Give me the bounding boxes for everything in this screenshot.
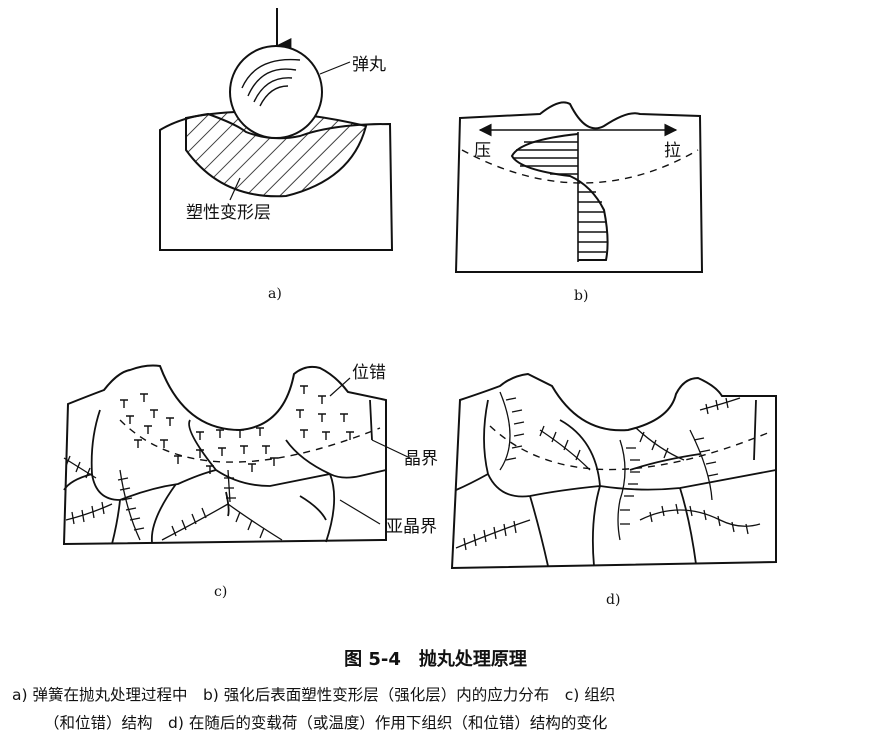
subgrain-boundary-label: 亚晶界 — [386, 517, 437, 537]
strengthened-boundary — [461, 149, 699, 184]
subgrain-ticks-d — [455, 391, 761, 551]
specimen-b-outline — [454, 101, 704, 273]
caption-line-1: a) 弹簧在抛丸处理过程中 b) 强化后表面塑性变形层（强化层）内的应力分布 c… — [12, 686, 616, 704]
panel-c-label: c) — [214, 584, 227, 600]
caption-line-2: （和位错）结构 d) 在随后的变载荷（或温度）作用下组织（和位错）结构的变化 — [44, 714, 608, 732]
panel-b-label: b) — [574, 288, 588, 304]
panel-a — [159, 8, 394, 251]
layer-label: 塑性变形层 — [186, 203, 271, 223]
grain-boundaries — [63, 399, 387, 545]
specimen-c-outline — [62, 364, 387, 546]
panel-b — [454, 101, 704, 273]
ball-label: 弹丸 — [352, 55, 386, 75]
grain-boundary-label: 晶界 — [404, 449, 438, 469]
hardened-zone — [119, 419, 381, 463]
figure-title: 图 5-4 抛丸处理原理 — [344, 649, 527, 670]
diagram-figure: 弹丸 塑性变形层 a) 压 拉 b) — [62, 8, 777, 608]
panel-c — [62, 364, 411, 546]
subgrain-ticks — [63, 455, 283, 541]
hardened-zone-d — [489, 425, 771, 471]
specimen-outline — [159, 112, 394, 251]
specimen-d-outline — [450, 372, 777, 570]
stress-curve — [510, 133, 609, 261]
compress-label: 压 — [474, 141, 491, 161]
dislocation-label: 位错 — [352, 363, 386, 383]
tension-label: 拉 — [664, 141, 681, 161]
dislocation-marks — [120, 385, 354, 474]
panel-d — [450, 372, 777, 570]
grain-boundaries-d — [455, 399, 777, 567]
panel-d-label: d) — [606, 592, 620, 608]
shot-ball — [229, 45, 323, 139]
panel-a-label: a) — [268, 286, 282, 302]
